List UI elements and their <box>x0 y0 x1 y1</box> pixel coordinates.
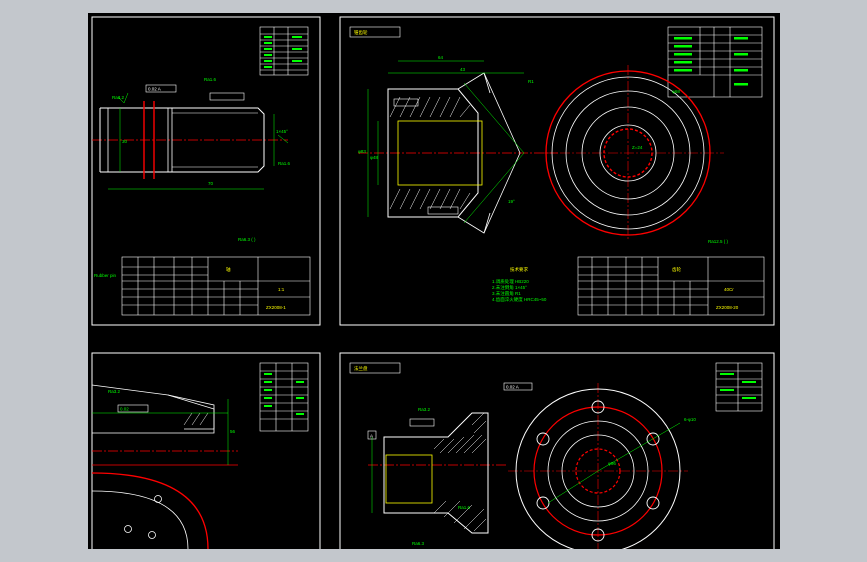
dim-d2: φ48 <box>370 155 378 160</box>
note-2: 2.未注倒角 1×45° <box>492 284 527 291</box>
gear-parameter-table <box>667 26 763 98</box>
flange-section-view: A 0.02 A Ra3.2 Ra1.6 Ra6.3 <box>367 382 533 546</box>
note-4: 4.齿面淬火硬度 HRC45~50 <box>492 296 547 303</box>
part-name: 齿轮 <box>672 266 681 273</box>
roughness-note-2: Ra1.6 <box>458 505 471 510</box>
title-block <box>577 256 765 316</box>
dim-d3: φ68 <box>672 89 680 94</box>
dim-top: 64 <box>438 55 444 60</box>
hole-pattern: 6-φ10 <box>684 417 696 422</box>
dim-length: 70 <box>208 181 214 186</box>
surface-note: Ra12.5 ( ) <box>708 239 729 244</box>
roughness-note-1: Ra1.6 <box>204 77 217 82</box>
dim-radius: R1 <box>528 79 534 84</box>
tolerance-frame: 0.02 A <box>506 385 519 390</box>
dim-d1: φ83 <box>358 149 366 154</box>
left-note: Rubber pin <box>94 273 117 278</box>
title-block <box>121 256 311 316</box>
gear-front-view: Z=24 φ68 <box>544 65 724 241</box>
drawing-code: ZX2008-1 <box>266 305 286 310</box>
datum-a: A <box>370 434 373 439</box>
flange-front-view: 6-φ10 φ96 <box>508 383 696 549</box>
sheet-label: 法兰盘 <box>354 365 368 372</box>
gear-section-view: 64 43 φ83 φ48 19° R1 <box>358 55 558 234</box>
material-label: 40Cr <box>724 287 734 292</box>
dim-a: 56 <box>230 429 236 434</box>
sheet-top-left: 70 30 1×45° 0.02 A Ra1.6 Ra3.2 Ra1.6 Ra6… <box>91 16 321 326</box>
revision-table <box>259 26 309 76</box>
cad-viewport[interactable]: 70 30 1×45° 0.02 A Ra1.6 Ra3.2 Ra1.6 Ra6… <box>88 13 780 549</box>
drawing-canvas[interactable]: 70 30 1×45° 0.02 A Ra1.6 Ra3.2 Ra1.6 Ra6… <box>88 13 780 549</box>
drawing-code: ZX2008-20 <box>716 305 739 310</box>
dim-diameter: 30 <box>122 139 128 144</box>
dim-angle: 19° <box>508 199 515 204</box>
dim-d1: φ96 <box>608 461 616 466</box>
teeth-count: Z=24 <box>632 145 643 150</box>
note-3: 3.未注圆角 R1 <box>492 290 521 297</box>
shaft-drawing: 70 30 1×45° 0.02 A Ra1.6 Ra3.2 Ra1.6 <box>92 77 291 190</box>
roughness-note-3: Ra6.3 <box>412 541 425 546</box>
note-1: 1.调质处理 HB220 <box>492 278 529 285</box>
sheet-top-right: 锥齿轮 <box>339 16 775 326</box>
table <box>259 362 309 432</box>
part-name: 轴 <box>226 266 231 273</box>
sheet-bottom-right: 法兰盘 <box>339 352 775 549</box>
table <box>715 362 763 412</box>
dim-chamfer: 1×45° <box>276 129 288 134</box>
dim-width: 43 <box>460 67 466 72</box>
notes-title: 技术要求 <box>510 266 528 273</box>
material-label: 1:1 <box>278 287 285 292</box>
surface-note: Ra6.3 ( ) <box>238 237 256 242</box>
roughness-note-1: Ra3.2 <box>418 407 431 412</box>
tolerance-frame: 0.02 A <box>148 87 161 92</box>
roughness-note-3: Ra1.6 <box>278 161 291 166</box>
dim-c: Ra3.2 <box>108 389 121 394</box>
dim-b: 0.02 <box>120 407 129 412</box>
sheet-bottom-left: 56 0.02 Ra3.2 <box>91 352 321 549</box>
sheet-label: 锥齿轮 <box>354 29 368 36</box>
